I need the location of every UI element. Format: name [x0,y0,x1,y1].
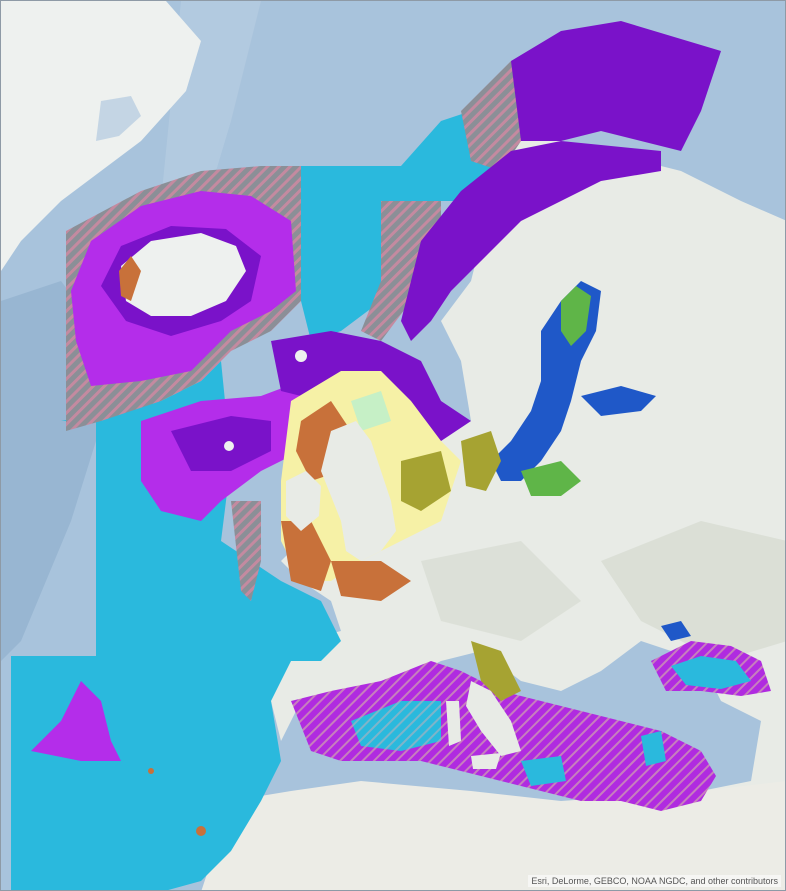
gulf-of-bothnia-green[interactable] [561,286,591,346]
barents-violet-zone[interactable] [511,21,721,151]
iceland-coastal-habitats[interactable] [119,256,141,301]
adriatic-olive[interactable] [471,641,521,701]
azores-violet-zone[interactable] [31,681,121,761]
faroe-dark-violet[interactable] [171,416,271,471]
shetland-island [295,350,307,362]
celtic-brown-sediment[interactable] [281,521,331,591]
great-britain [321,421,396,561]
madeira [148,768,154,774]
azov-blue[interactable] [661,621,691,641]
baltic-green-coast[interactable] [521,461,581,496]
iceland [121,233,246,316]
corsica-sardinia [446,701,461,746]
greenland-coast-fjords [96,96,141,141]
gulf-of-finland[interactable] [581,386,656,416]
western-med-cyan-zone[interactable] [351,701,441,751]
ireland [286,471,321,531]
black-sea-cyan-basin[interactable] [671,656,751,689]
channel-brown-sediment[interactable] [331,561,411,601]
faroe-island [224,441,234,451]
norway-violet-shelf[interactable] [401,141,661,341]
land-relief-shading [601,521,785,661]
barents-hatched-zone[interactable] [461,61,521,171]
kattegat-mosaic[interactable] [461,431,501,491]
europe-landmass [261,131,785,890]
italy [466,681,521,756]
canary-islands [196,826,206,836]
sicily [471,753,501,769]
north-africa-land [201,781,785,890]
map-attribution: Esri, DeLorme, GEBCO, NOAA NGDC, and oth… [528,875,781,887]
biscay-hatched-zone[interactable] [231,501,261,601]
aegean-cyan-patch[interactable] [641,731,666,766]
ionian-cyan-patch[interactable] [521,756,566,786]
north-sea-olive-patch[interactable] [401,451,451,511]
land-relief-shading-2 [421,541,581,641]
norway-hatched-zone[interactable] [361,201,441,341]
north-sea-mint-patch[interactable] [351,391,391,431]
